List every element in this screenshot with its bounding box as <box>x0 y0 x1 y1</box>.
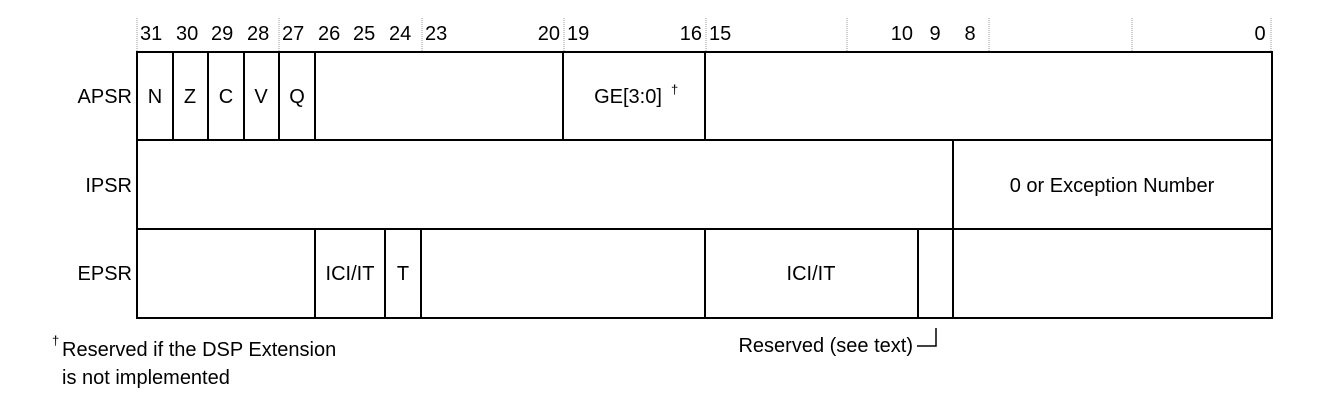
register-name-ipsr: IPSR <box>85 175 132 197</box>
field-v: V <box>254 86 268 108</box>
field-t: T <box>397 263 409 285</box>
bit-20: 20 <box>538 23 560 45</box>
field-z: Z <box>184 86 196 108</box>
footnote-line2: is not implemented <box>62 367 230 389</box>
ge-dagger: † <box>671 82 678 97</box>
bit-8: 8 <box>964 23 975 45</box>
bit-10: 10 <box>891 23 913 45</box>
reserved-pointer <box>917 328 937 347</box>
bit-15: 15 <box>709 23 731 45</box>
register-row-epsr: EPSR ICI/IT T ICI/IT <box>78 229 954 318</box>
bit-29: 29 <box>211 23 233 45</box>
register-name-apsr: APSR <box>78 86 132 108</box>
register-row-ipsr: IPSR 0 or Exception Number <box>85 140 1215 229</box>
reserved-note: Reserved (see text) <box>738 335 913 357</box>
bit-25: 25 <box>353 23 375 45</box>
field-q: Q <box>289 86 305 108</box>
bit-28: 28 <box>247 23 269 45</box>
bit-27: 27 <box>282 23 304 45</box>
field-c: C <box>219 86 233 108</box>
field-exception-number: 0 or Exception Number <box>1010 175 1215 197</box>
bit-31: 31 <box>140 23 162 45</box>
bit-0: 0 <box>1254 23 1265 45</box>
bit-23: 23 <box>425 23 447 45</box>
register-row-apsr: APSR N Z C V Q GE[3:0] † <box>78 52 706 140</box>
bit-30: 30 <box>176 23 198 45</box>
bit-16: 16 <box>680 23 702 45</box>
bit-19: 19 <box>567 23 589 45</box>
field-n: N <box>148 86 162 108</box>
bit-numbers: 31 30 29 28 27 26 25 24 23 20 19 16 15 1… <box>140 23 1266 45</box>
bit-tick-separators <box>136 18 1272 52</box>
bit-9: 9 <box>929 23 940 45</box>
field-ge: GE[3:0] <box>594 86 662 108</box>
register-name-epsr: EPSR <box>78 263 132 285</box>
field-ici-it-high: ICI/IT <box>326 263 375 285</box>
bit-26: 26 <box>318 23 340 45</box>
bit-24: 24 <box>389 23 411 45</box>
footnote-dagger: † <box>52 333 59 348</box>
footnote-line1: Reserved if the DSP Extension <box>62 339 336 361</box>
field-ici-it-low: ICI/IT <box>787 263 836 285</box>
